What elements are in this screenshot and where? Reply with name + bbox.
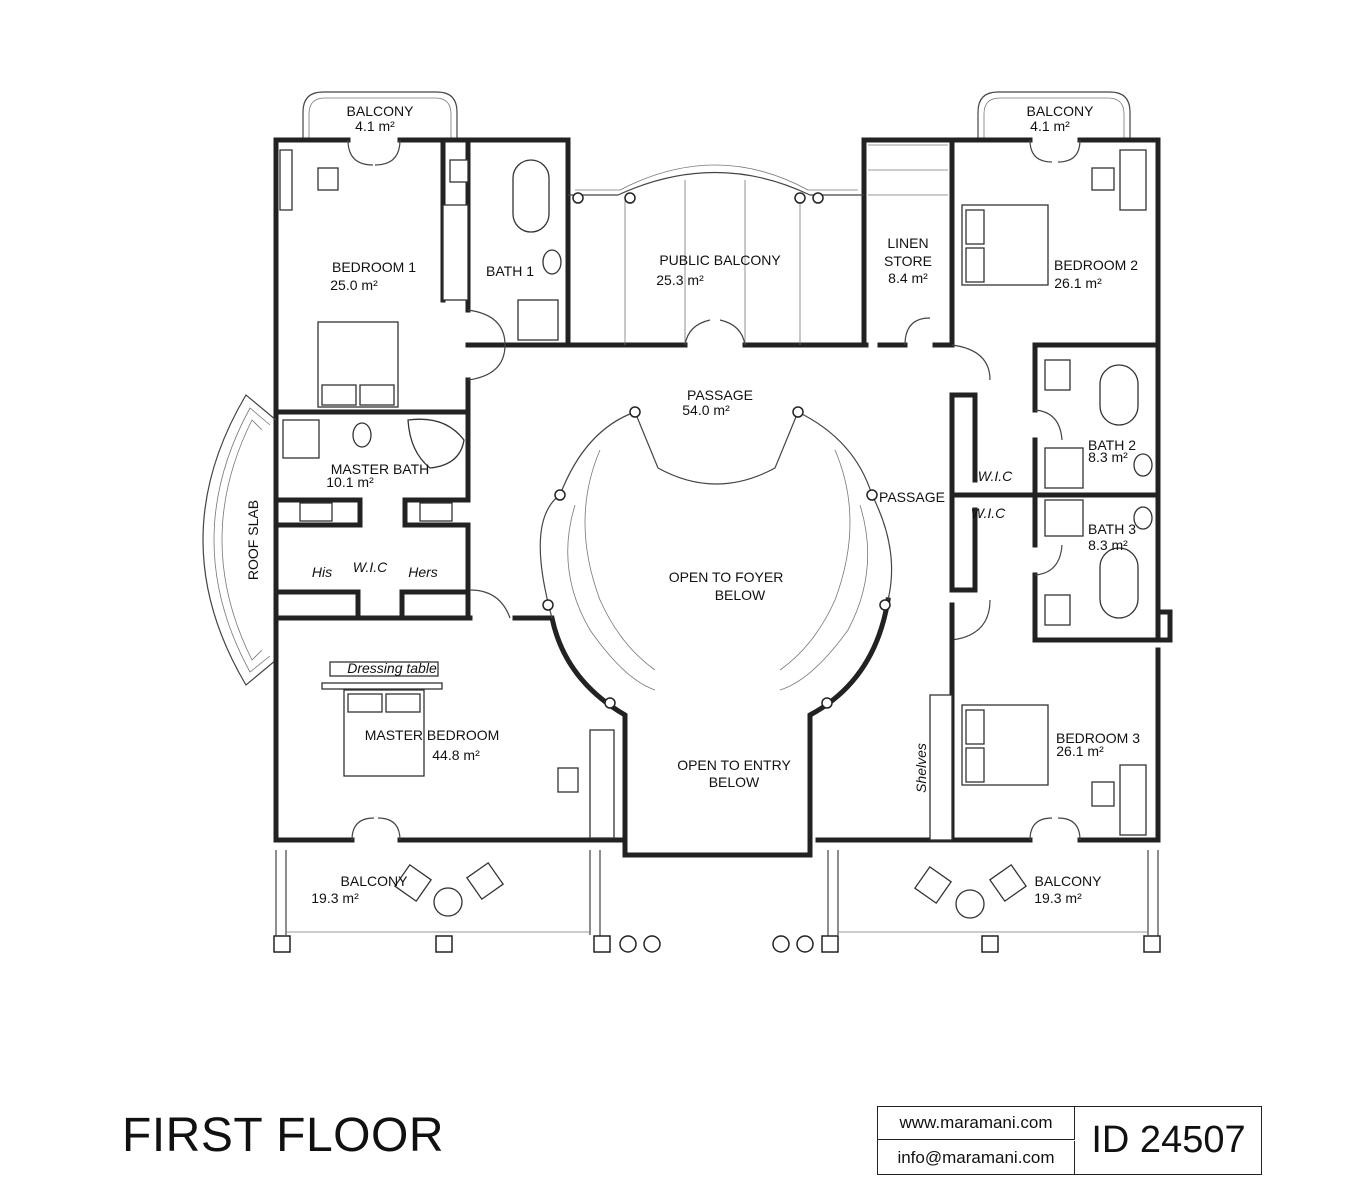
balcony-bottom-right bbox=[827, 850, 1159, 940]
linen-store-name: LINEN bbox=[887, 235, 928, 251]
master-bath-name: MASTER BATH bbox=[331, 461, 430, 477]
balcony-top-right-area: 4.1 m² bbox=[1030, 118, 1070, 134]
master-bedroom-area: 44.8 m² bbox=[432, 747, 480, 763]
bath-3-area: 8.3 m² bbox=[1088, 537, 1128, 553]
master-bedroom-name: MASTER BEDROOM bbox=[365, 727, 500, 743]
exterior-walls bbox=[273, 137, 1161, 843]
balcony-top-left-area: 4.1 m² bbox=[355, 118, 395, 134]
public-balcony-area: 25.3 m² bbox=[656, 272, 704, 288]
master-bedroom-furniture bbox=[273, 615, 615, 843]
dressing-table-label: Dressing table bbox=[347, 660, 437, 676]
shelves-label: Shelves bbox=[913, 743, 929, 793]
bedroom-1-walls bbox=[273, 137, 506, 415]
roof-slab-label: ROOF SLAB bbox=[245, 500, 261, 580]
baths-2-3 bbox=[949, 342, 1173, 643]
master-bath-walls bbox=[273, 409, 511, 621]
balcony-top-left-name: BALCONY bbox=[347, 103, 415, 119]
bath-2-name: BATH 2 bbox=[1088, 437, 1136, 453]
bedroom-1-name: BEDROOM 1 bbox=[332, 259, 416, 275]
bedroom-1-area: 25.0 m² bbox=[330, 277, 378, 293]
roof-slab bbox=[202, 394, 277, 686]
public-balcony-arc bbox=[568, 164, 864, 345]
passage-side-name: PASSAGE bbox=[879, 489, 945, 505]
shelves bbox=[929, 694, 953, 841]
bedroom-2-area: 26.1 m² bbox=[1054, 275, 1102, 291]
master-bath-area: 10.1 m² bbox=[326, 474, 374, 490]
bath-2-area: 8.3 m² bbox=[1088, 449, 1128, 465]
balcony-bottom-left-name: BALCONY bbox=[341, 873, 409, 889]
linen-store-area: 8.4 m² bbox=[888, 270, 928, 286]
email-text: info@maramani.com bbox=[878, 1141, 1075, 1174]
balcony-bottom-left-area: 19.3 m² bbox=[311, 890, 359, 906]
linen-store-name-2: STORE bbox=[884, 253, 932, 269]
floor-title: FIRST FLOOR bbox=[122, 1109, 444, 1162]
balcony-bottom-right-area: 19.3 m² bbox=[1034, 890, 1082, 906]
linen-store bbox=[868, 137, 955, 348]
wic-3-name: W.I.C bbox=[971, 505, 1006, 521]
bedroom-2-name: BEDROOM 2 bbox=[1054, 257, 1138, 273]
columns-bottom bbox=[273, 935, 1161, 953]
public-balcony-name: PUBLIC BALCONY bbox=[659, 252, 781, 268]
contact-box: www.maramani.com info@maramani.com ID 24… bbox=[877, 1106, 1262, 1175]
balcony-bottom-right-name: BALCONY bbox=[1035, 873, 1103, 889]
bedroom-3-name: BEDROOM 3 bbox=[1056, 730, 1140, 746]
plan-id: ID 24507 bbox=[1091, 1119, 1246, 1161]
passage-name: PASSAGE bbox=[687, 387, 753, 403]
website-text: www.maramani.com bbox=[878, 1107, 1075, 1140]
master-wic-his: His bbox=[312, 564, 332, 580]
wic-2-name: W.I.C bbox=[978, 468, 1013, 484]
stair-core bbox=[512, 319, 893, 858]
balcony-top-left bbox=[302, 91, 458, 140]
bedroom-3-fixtures bbox=[929, 637, 1147, 843]
balcony-top-right bbox=[977, 91, 1131, 140]
bath-3-name: BATH 3 bbox=[1088, 521, 1136, 537]
balcony-bottom-left bbox=[275, 850, 601, 940]
bedroom-3-area: 26.1 m² bbox=[1056, 743, 1104, 759]
master-wic-hers: Hers bbox=[408, 564, 438, 580]
bath-1-fixtures bbox=[347, 139, 562, 341]
foyer-line-2: BELOW bbox=[715, 587, 766, 603]
bedroom-2-fixtures bbox=[961, 139, 1147, 286]
entry-line-1: OPEN TO ENTRY bbox=[677, 757, 791, 773]
passage-area: 54.0 m² bbox=[682, 402, 730, 418]
master-wic-name: W.I.C bbox=[353, 559, 388, 575]
entry-line-2: BELOW bbox=[709, 774, 760, 790]
bath-1-name: BATH 1 bbox=[486, 263, 534, 279]
foyer-line-1: OPEN TO FOYER bbox=[669, 569, 784, 585]
balcony-top-right-name: BALCONY bbox=[1027, 103, 1095, 119]
